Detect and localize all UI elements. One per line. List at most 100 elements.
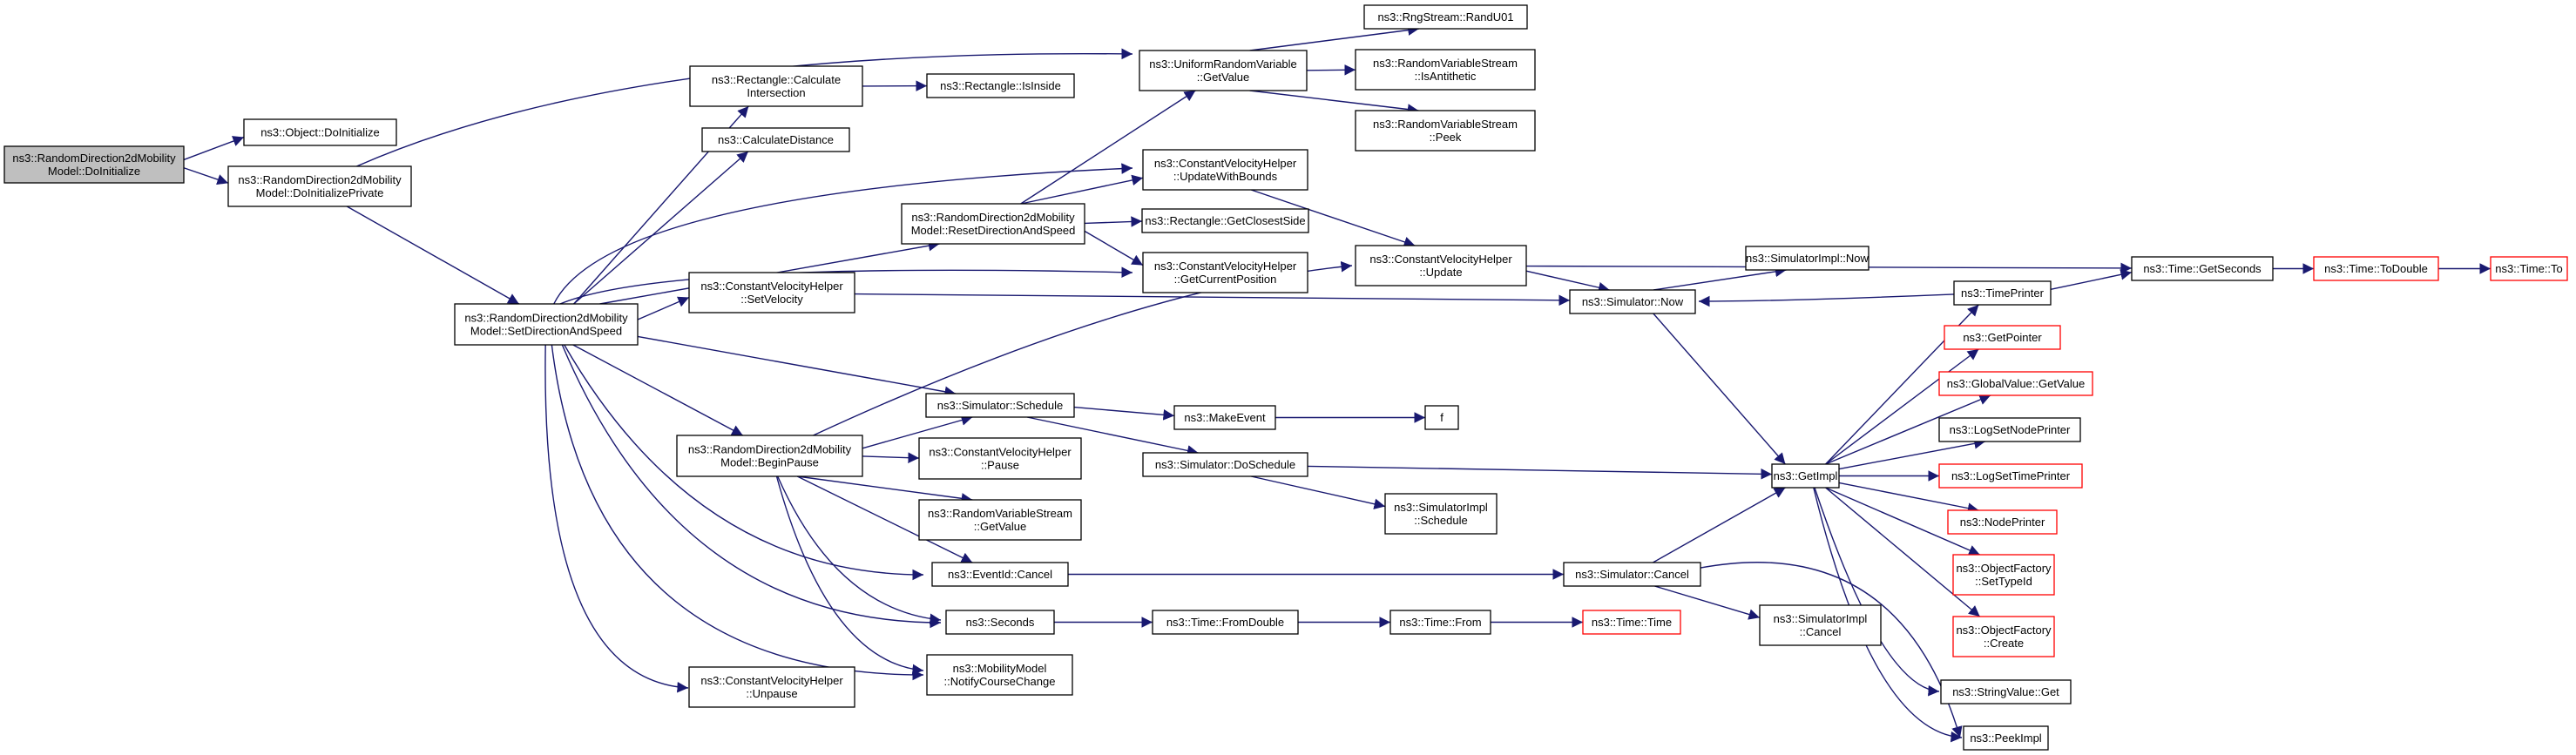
node-ns3-constantvelocityhelper-unpause[interactable]: ns3::ConstantVelocityHelper::Unpause — [688, 666, 855, 708]
node-ns3-seconds[interactable]: ns3::Seconds — [945, 610, 1055, 635]
node-label: ns3::RngStream::RandU01 — [1377, 10, 1513, 24]
node-ns3-simulator-doschedule[interactable]: ns3::Simulator::DoSchedule — [1142, 452, 1308, 477]
edge-n9-to-n18 — [796, 475, 973, 563]
node-label: ns3::Object::DoInitialize — [260, 126, 380, 139]
node-ns3-randomdirection2dmobility-model-setdirectionandspeed[interactable]: ns3::RandomDirection2dMobilityModel::Set… — [454, 303, 639, 346]
node-ns3-time-from[interactable]: ns3::Time::From — [1389, 610, 1491, 635]
node-ns3-calculatedistance[interactable]: ns3::CalculateDistance — [701, 127, 850, 152]
node-ns3-randomdirection2dmobility-model-doinitialize[interactable]: ns3::RandomDirection2dMobilityModel::DoI… — [3, 145, 185, 184]
node-label: ns3::ObjectFactory — [1956, 562, 2052, 575]
node-box — [1952, 616, 2055, 657]
edge-n11-to-n22 — [1306, 64, 1356, 76]
node-ns3-logsetnodeprinter[interactable]: ns3::LogSetNodePrinter — [1938, 417, 2081, 442]
node-label: ns3::RandomDirection2dMobility — [12, 152, 176, 165]
node-box — [1940, 679, 2072, 704]
node-label: ns3::LogSetNodePrinter — [1950, 423, 2071, 436]
node-ns3-simulatorimpl-now[interactable]: ns3::SimulatorImpl::Now — [1745, 246, 1869, 271]
node-ns3-constantvelocityhelper-updatewithbounds[interactable]: ns3::ConstantVelocityHelper::UpdateWithB… — [1142, 149, 1308, 191]
edge-n3-to-n15 — [637, 335, 957, 397]
node-ns3-objectfactory-create[interactable]: ns3::ObjectFactory::Create — [1952, 616, 2055, 657]
node-label: ns3::RandomDirection2dMobility — [238, 173, 402, 186]
node-ns3-constantvelocityhelper-pause[interactable]: ns3::ConstantVelocityHelper::Pause — [918, 437, 1082, 480]
node-label: ns3::RandomVariableStream — [928, 507, 1072, 520]
node-label: ns3::Simulator::DoSchedule — [1155, 458, 1295, 471]
edge-n36-to-n38 — [1825, 348, 1979, 465]
node-ns3-rectangle-getclosestside[interactable]: ns3::Rectangle::GetClosestSide — [1141, 208, 1309, 233]
node-ns3-peekimpl[interactable]: ns3::PeekImpl — [1963, 725, 2049, 751]
node-ns3-constantvelocityhelper-getcurrentposition[interactable]: ns3::ConstantVelocityHelper::GetCurrentP… — [1142, 252, 1308, 293]
node-ns3-randomdirection2dmobility-model-resetdirectionandspeed[interactable]: ns3::RandomDirection2dMobilityModel::Res… — [901, 203, 1085, 245]
node-label: Model::BeginPause — [720, 456, 819, 469]
node-ns3-randomvariablestream-isantithetic[interactable]: ns3::RandomVariableStream::IsAntithetic — [1355, 49, 1536, 91]
node-ns3-uniformrandomvariable-getvalue[interactable]: ns3::UniformRandomVariable::GetValue — [1139, 50, 1308, 91]
node-label: Model::DoInitialize — [48, 165, 140, 178]
node-label: ::Cancel — [1800, 625, 1842, 638]
node-ns3-stringvalue-get[interactable]: ns3::StringValue::Get — [1940, 679, 2072, 704]
node-ns3-rngstream-randu01[interactable]: ns3::RngStream::RandU01 — [1363, 4, 1528, 30]
node-ns3-time-to[interactable]: ns3::Time::To — [2490, 256, 2568, 281]
node-ns3-globalvalue-getvalue[interactable]: ns3::GlobalValue::GetValue — [1938, 371, 2093, 396]
node-ns3-nodeprinter[interactable]: ns3::NodePrinter — [1947, 509, 2058, 535]
node-ns3-object-doinitialize[interactable]: ns3::Object::DoInitialize — [243, 118, 397, 146]
node-ns3-randomvariablestream-peek[interactable]: ns3::RandomVariableStream::Peek — [1355, 110, 1536, 152]
node-ns3-simulator-cancel[interactable]: ns3::Simulator::Cancel — [1563, 562, 1701, 587]
node-label: ns3::RandomDirection2dMobility — [464, 312, 628, 325]
node-ns3-time-time[interactable]: ns3::Time::Time — [1582, 610, 1681, 635]
node-box — [1384, 493, 1498, 535]
node-label: ::UpdateWithBounds — [1173, 170, 1278, 183]
node-ns3-simulator-now[interactable]: ns3::Simulator::Now — [1569, 289, 1696, 314]
node-box — [243, 118, 397, 146]
node-box — [1745, 246, 1869, 271]
node-ns3-constantvelocityhelper-update[interactable]: ns3::ConstantVelocityHelper::Update — [1355, 245, 1527, 286]
node-label: ns3::Time::Time — [1592, 616, 1672, 629]
node-box — [227, 165, 412, 207]
node-label: ::NotifyCourseChange — [944, 675, 1056, 688]
node-box — [2490, 256, 2568, 281]
node-ns3-timeprinter[interactable]: ns3::TimePrinter — [1953, 280, 2052, 306]
node-ns3-randomdirection2dmobility-model-doinitializeprivate[interactable]: ns3::RandomDirection2dMobilityModel::DoI… — [227, 165, 412, 207]
node-ns3-constantvelocityhelper-setvelocity[interactable]: ns3::ConstantVelocityHelper::SetVelocity — [688, 272, 855, 313]
edge-n9-to-n17 — [797, 475, 973, 504]
node-label: ::Update — [1419, 266, 1462, 279]
node-label: ns3::RandomDirection2dMobility — [688, 443, 852, 456]
edge-n26-to-n36 — [1307, 465, 1773, 480]
node-ns3-randomdirection2dmobility-model-beginpause[interactable]: ns3::RandomDirection2dMobilityModel::Beg… — [676, 435, 863, 477]
node-ns3-time-fromdouble[interactable]: ns3::Time::FromDouble — [1152, 610, 1299, 635]
node-ns3-eventid-cancel[interactable]: ns3::EventId::Cancel — [931, 562, 1069, 587]
node-box — [926, 654, 1073, 696]
node-box — [454, 303, 639, 346]
node-label: ns3::EventId::Cancel — [948, 568, 1052, 581]
edge-n11-to-n23 — [1249, 90, 1419, 115]
node-ns3-logsettimeprinter[interactable]: ns3::LogSetTimePrinter — [1938, 463, 2083, 489]
node-ns3-simulatorimpl-cancel[interactable]: ns3::SimulatorImpl::Cancel — [1759, 604, 1882, 646]
node-label: Model::DoInitializePrivate — [256, 186, 384, 199]
edge-n9-to-n20 — [775, 475, 924, 676]
node-f[interactable]: f — [1424, 405, 1459, 430]
node-box — [1152, 610, 1299, 635]
node-box — [918, 437, 1082, 480]
node-label: ns3::Rectangle::IsInside — [940, 79, 1061, 92]
edge-n12-to-n24 — [1250, 189, 1416, 247]
node-box — [688, 666, 855, 708]
edge-n33-to-n32 — [1653, 266, 1787, 291]
node-ns3-time-getseconds[interactable]: ns3::Time::GetSeconds — [2131, 256, 2274, 281]
node-ns3-makeevent[interactable]: ns3::MakeEvent — [1173, 405, 1276, 430]
node-ns3-getimpl[interactable]: ns3::GetImpl — [1771, 463, 1840, 489]
edge-n37-to-n47 — [2050, 269, 2133, 290]
node-label: ns3::RandomDirection2dMobility — [911, 211, 1075, 224]
node-ns3-time-todouble[interactable]: ns3::Time::ToDouble — [2313, 256, 2439, 281]
node-ns3-simulator-schedule[interactable]: ns3::Simulator::Schedule — [925, 393, 1075, 418]
node-label: ::Schedule — [1414, 514, 1467, 527]
node-label: ns3::NodePrinter — [1960, 516, 2045, 529]
node-ns3-randomvariablestream-getvalue[interactable]: ns3::RandomVariableStream::GetValue — [918, 499, 1082, 541]
node-box — [1142, 452, 1308, 477]
node-box — [926, 73, 1075, 98]
node-label: ns3::CalculateDistance — [718, 133, 834, 146]
node-ns3-objectfactory-settypeid[interactable]: ns3::ObjectFactory::SetTypeId — [1952, 554, 2055, 596]
node-ns3-mobilitymodel-notifycoursechange[interactable]: ns3::MobilityModel::NotifyCourseChange — [926, 654, 1073, 696]
node-ns3-getpointer[interactable]: ns3::GetPointer — [1944, 325, 2061, 350]
node-ns3-rectangle-isinside[interactable]: ns3::Rectangle::IsInside — [926, 73, 1075, 98]
node-ns3-simulatorimpl-schedule[interactable]: ns3::SimulatorImpl::Schedule — [1384, 493, 1498, 535]
edge-n3-to-n10 — [544, 344, 689, 693]
